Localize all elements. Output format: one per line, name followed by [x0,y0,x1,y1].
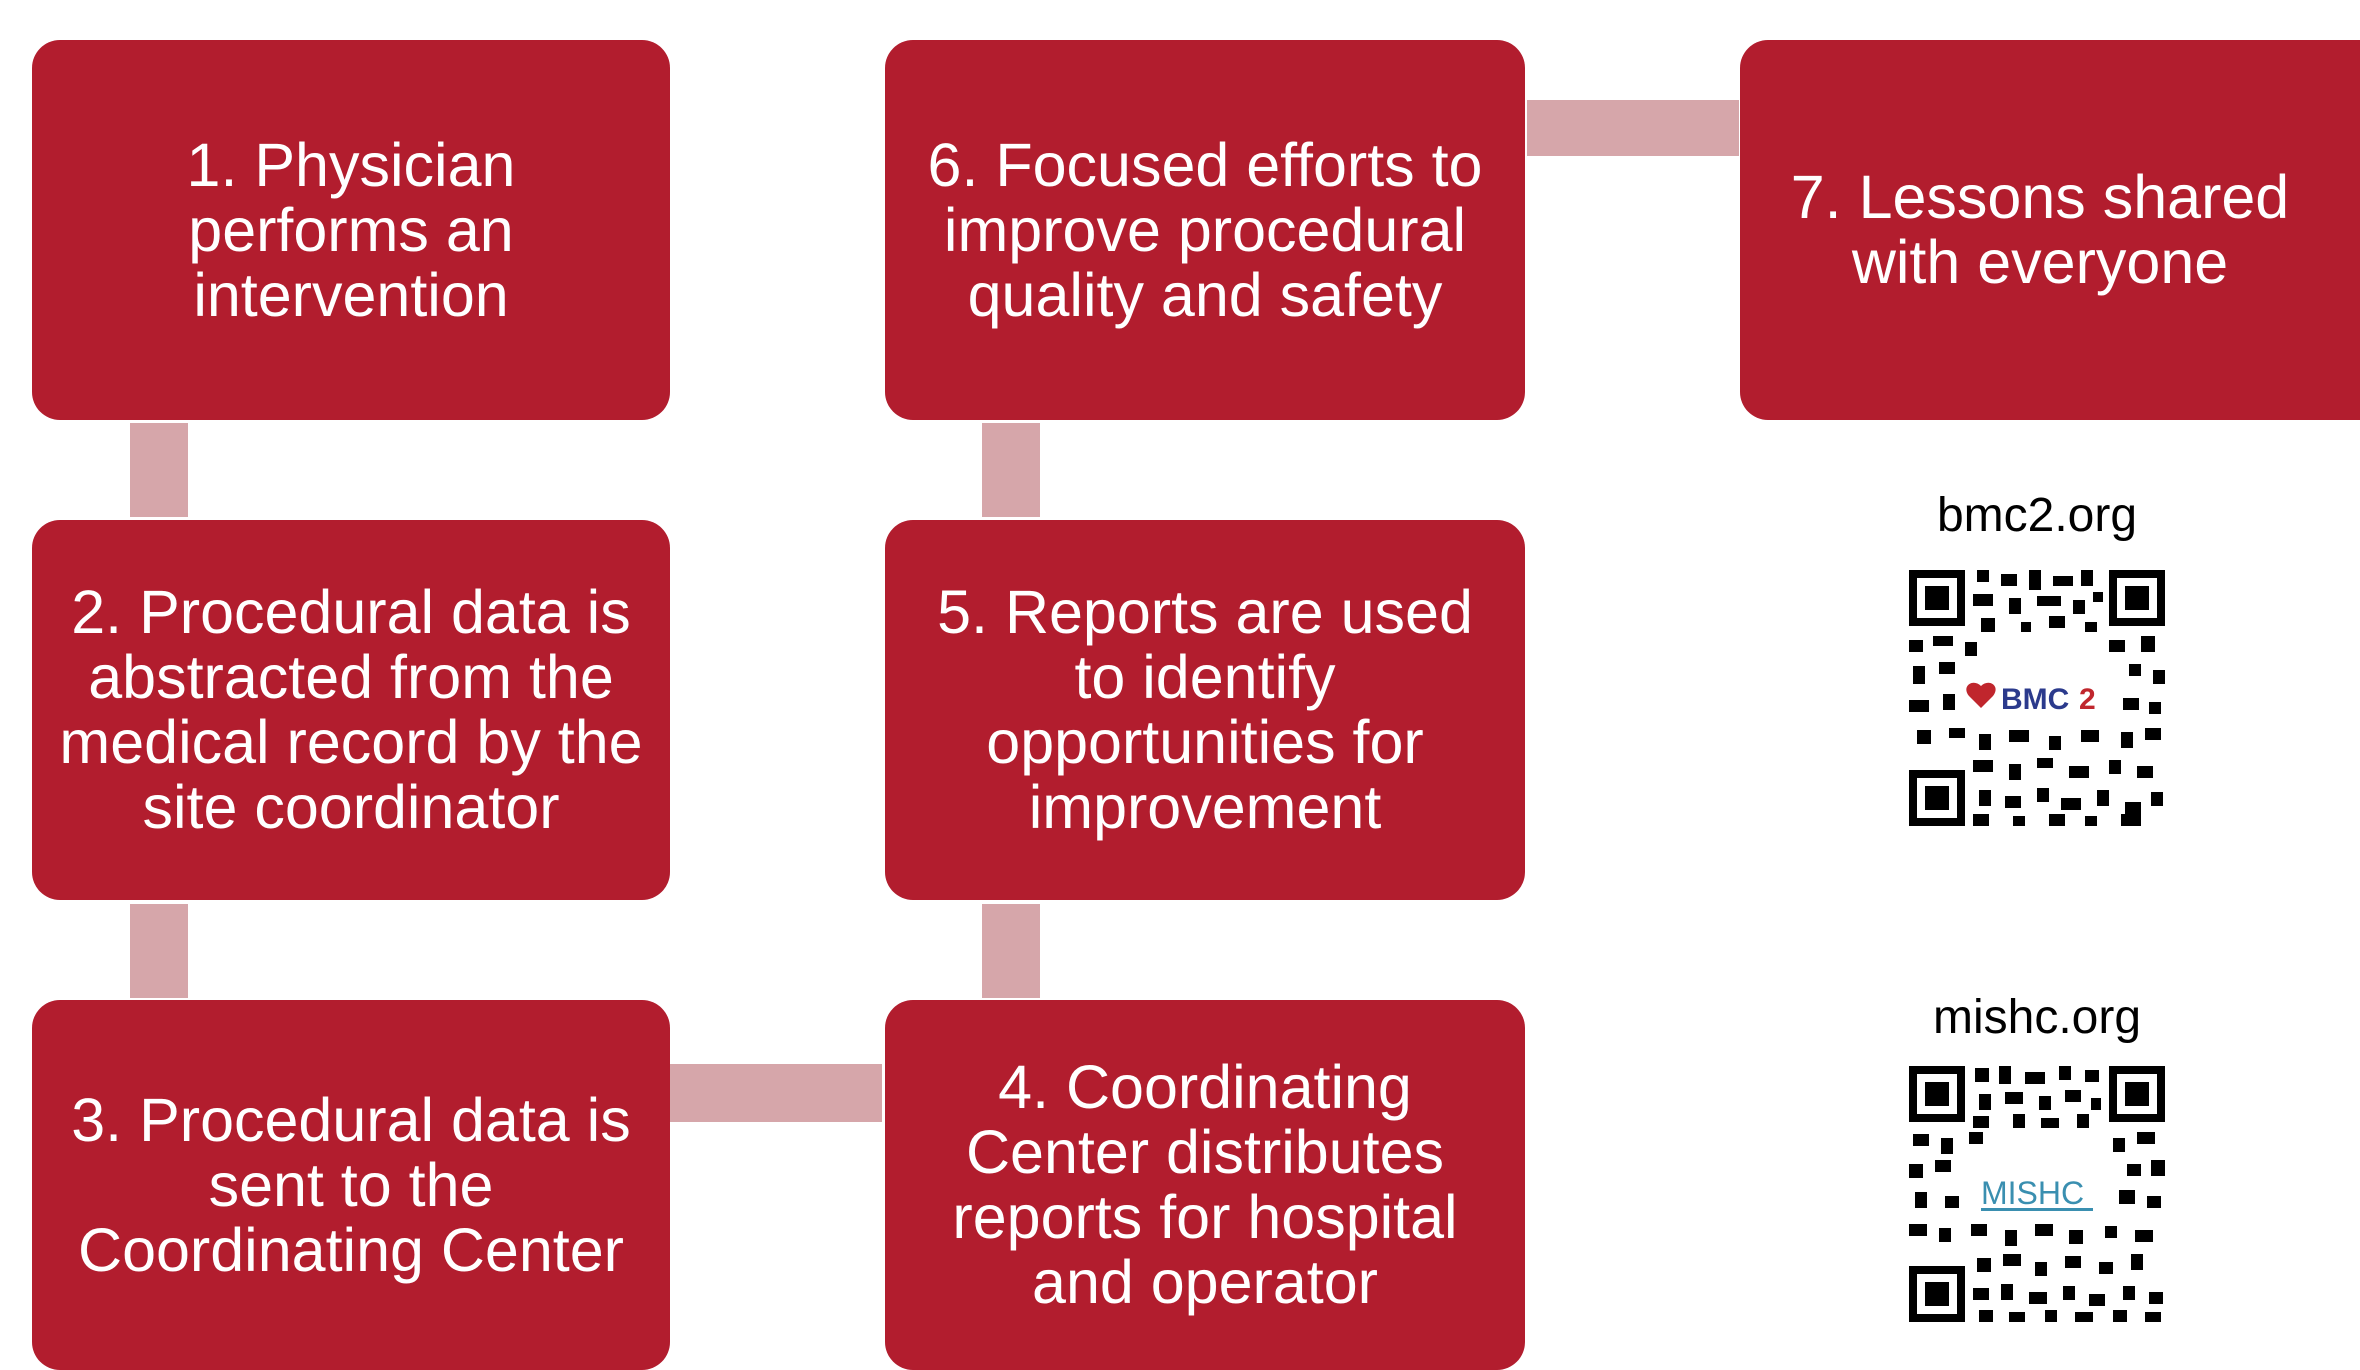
connector-2-3 [130,904,188,998]
mishc-url[interactable]: mishc.org [1932,991,2142,1044]
connector-5-6 [982,423,1040,517]
connector-1-2 [130,423,188,517]
step-7-box: 7. Lessons shared with everyone [1740,40,2360,420]
step-3-text: 3. Procedural data is sent to the Coordi… [71,1085,631,1284]
step-4-text: 4. Coordinating Center distributes repor… [952,1053,1458,1316]
step-5-box: 5. Reports are used to identify opportun… [885,520,1525,900]
mishc-qr-code: MISHC [1909,1066,2165,1322]
step-3-box: 3. Procedural data is sent to the Coordi… [32,1000,670,1370]
step-2-text: 2. Procedural data is abstracted from th… [59,578,643,841]
step-2-box: 2. Procedural data is abstracted from th… [32,520,670,900]
svg-text:MISHC: MISHC [1981,1175,2084,1211]
svg-text:BMC: BMC [2001,683,2069,716]
connector-3-4 [670,1064,882,1122]
step-1-box: 1. Physician performs an intervention [32,40,670,420]
step-7-text: 7. Lessons shared with everyone [1790,163,2290,296]
connector-6-7 [1527,100,1739,156]
step-6-text: 6. Focused efforts to improve procedural… [927,130,1483,329]
bmc2-url[interactable]: bmc2.org [1936,489,2138,542]
svg-text:2: 2 [2079,683,2096,716]
step-4-box: 4. Coordinating Center distributes repor… [885,1000,1525,1370]
bmc2-qr-code: BMC 2 [1909,570,2165,826]
step-6-box: 6. Focused efforts to improve procedural… [885,40,1525,420]
connector-4-5 [982,904,1040,998]
step-1-text: 1. Physician performs an intervention [186,130,516,329]
step-5-text: 5. Reports are used to identify opportun… [937,578,1473,841]
